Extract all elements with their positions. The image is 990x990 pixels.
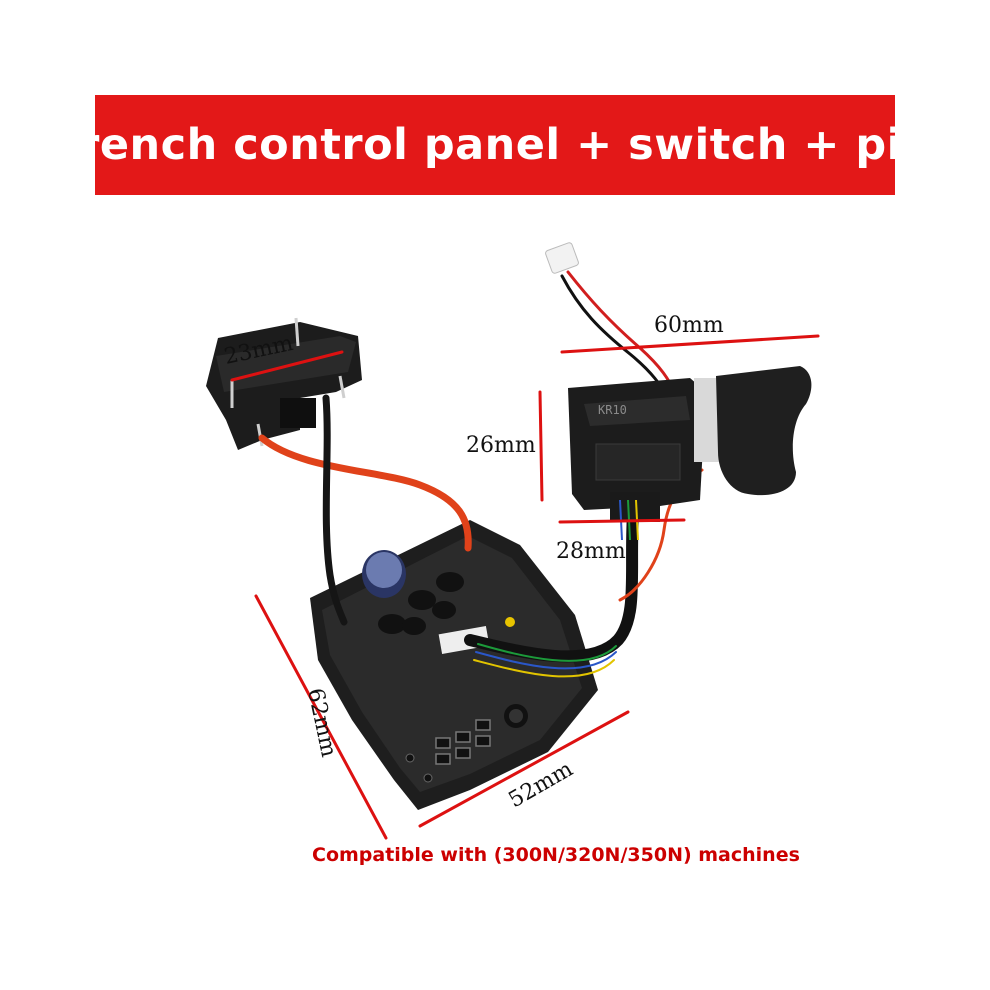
board-width-line (418, 710, 630, 828)
pin-connector (206, 317, 362, 450)
plug-connector (545, 242, 579, 274)
switch-marking: KR10 (598, 403, 627, 417)
banner-title: Wrench control panel + switch + pins (30, 120, 960, 170)
switch-depth-line (558, 518, 686, 524)
compatibility-note: Compatible with (300N/320N/350N) machine… (312, 844, 800, 866)
control-board (310, 520, 598, 810)
trigger-switch: KR10 (568, 366, 812, 541)
dimension-lines (230, 334, 820, 840)
switch-height-line (538, 390, 544, 502)
switch-height-label: 26mm (466, 433, 536, 458)
title-banner: Wrench control panel + switch + pins (31, 95, 959, 195)
switch-depth-label: 28mm (556, 539, 626, 564)
board-height-label: 62mm (302, 686, 341, 760)
switch-width-label: 60mm (654, 313, 724, 338)
pin-width-line (230, 350, 344, 382)
switch-width-line (560, 334, 820, 354)
board-height-line (254, 594, 388, 840)
